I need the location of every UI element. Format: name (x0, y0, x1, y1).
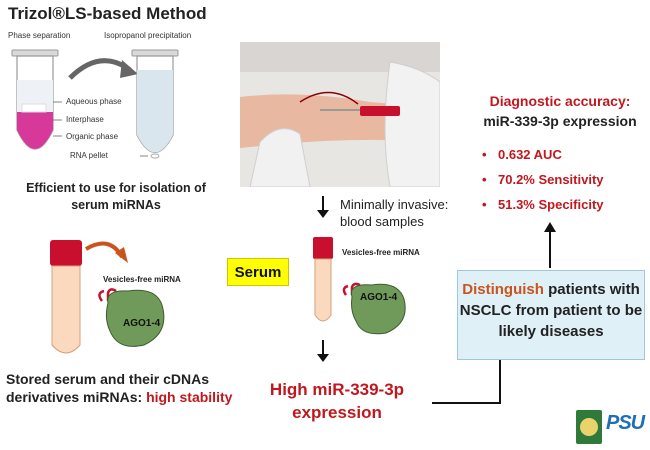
ago-center: AGO1-4 (360, 292, 398, 303)
stored-text: Stored serum and their cDNAs derivatives… (6, 371, 233, 405)
tube-cap (50, 240, 82, 266)
distinguish-box: Distinguish patients with NSCLC from pat… (457, 270, 645, 360)
left-serum-diagram (50, 240, 165, 354)
vesicles-free-left: Vesicles-free miRNA (103, 275, 181, 284)
list-item: •70.2% Sensitivity (482, 172, 604, 187)
psu-logo: PSU (606, 412, 645, 434)
organic-label: Organic phase (66, 132, 119, 141)
isopropanol-label: Isopropanol precipitation (104, 31, 192, 40)
method-title: Trizol®LS-based Method (8, 4, 207, 23)
high-expression-text: High miR-339-3p expression (269, 380, 405, 422)
university-seal-icon (576, 410, 602, 444)
blood-draw-photo (240, 42, 440, 187)
interphase-label: Interphase (66, 115, 104, 124)
tube-left (11, 49, 59, 150)
vesicles-free-center: Vesicles-free miRNA (342, 248, 420, 257)
pellet-label: RNA pellet (70, 151, 108, 160)
ago-left: AGO1-4 (123, 318, 161, 329)
list-item: •0.632 AUC (482, 147, 562, 162)
red-arrow-icon (84, 241, 124, 259)
diagnostic-list: •0.632 AUC •70.2% Sensitivity •51.3% Spe… (482, 142, 604, 217)
list-item: •51.3% Specificity (482, 197, 604, 212)
minimally-invasive-text: Minimally invasive: blood samples (340, 197, 449, 229)
diagnostic-title: Diagnostic accuracy: (489, 93, 631, 109)
tube-right (131, 49, 179, 159)
phase-separation-label: Phase separation (8, 31, 71, 40)
efficient-text: Efficient to use for isolation of serum … (26, 181, 206, 212)
diagnostic-subtitle: miR-339-3p expression (483, 113, 637, 129)
serum-label: Serum (227, 258, 289, 286)
center-serum-diagram (313, 237, 406, 335)
tube-diagram (11, 49, 179, 159)
down-arrow-icon (317, 340, 329, 362)
down-arrow-icon (317, 196, 329, 218)
aqueous-label: Aqueous phase (66, 97, 122, 106)
